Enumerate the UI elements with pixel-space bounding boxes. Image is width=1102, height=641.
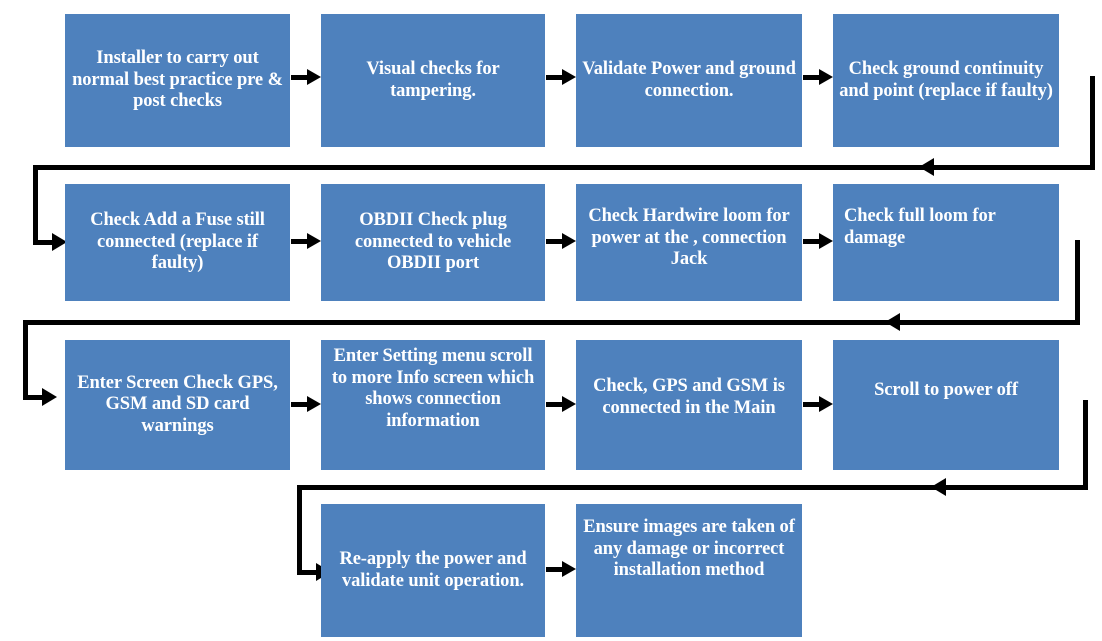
connector-n8-to-n9-entry-shaft — [23, 395, 45, 400]
connector-n4-to-n5-horizontal-long — [33, 165, 935, 170]
arrow-n5-to-n6 — [291, 233, 321, 249]
connector-n12-to-n13-horizontal-upper — [944, 485, 1088, 490]
flow-node-12[interactable]: Scroll to power off — [833, 340, 1059, 470]
arrow-n3-to-n4 — [803, 69, 833, 85]
arrow-shaft — [546, 75, 564, 80]
connector-n4-to-n5-horizontal-upper — [932, 165, 1095, 170]
arrow-head — [819, 69, 833, 85]
flow-node-13[interactable]: Re-apply the power and validate unit ope… — [321, 504, 545, 637]
connector-n4-to-n5-vertical-left — [33, 165, 38, 245]
flow-node-4[interactable]: Check ground continuity and point (repla… — [833, 14, 1059, 147]
arrow-head — [819, 396, 833, 412]
flow-node-3[interactable]: Validate Power and ground connection. — [576, 14, 802, 147]
connector-n4-to-n5-vertical-right — [1090, 76, 1095, 170]
arrow-n13-to-n14 — [546, 561, 576, 577]
connector-n8-to-n9-vertical-right — [1075, 240, 1080, 325]
flow-node-9[interactable]: Enter Screen Check GPS, GSM and SD card … — [65, 340, 290, 470]
arrow-head — [562, 561, 576, 577]
arrow-shaft — [803, 402, 821, 407]
arrow-head — [562, 69, 576, 85]
connector-n8-to-n9-arrowhead-mid — [885, 313, 900, 331]
arrow-shaft — [291, 402, 309, 407]
connector-n4-to-n5-arrowhead-end — [52, 233, 67, 251]
arrow-n6-to-n7 — [546, 233, 576, 249]
connector-n4-to-n5-entry-shaft — [33, 240, 55, 245]
flow-node-5[interactable]: Check Add a Fuse still connected (replac… — [65, 184, 290, 301]
connector-n8-to-n9-horizontal-upper — [898, 320, 1080, 325]
connector-n12-to-n13-horizontal-long — [297, 485, 947, 490]
arrow-n2-to-n3 — [546, 69, 576, 85]
arrow-head — [562, 233, 576, 249]
arrow-n10-to-n11 — [546, 396, 576, 412]
arrow-head — [819, 233, 833, 249]
connector-n8-to-n9-vertical-left — [23, 320, 28, 400]
flow-node-1[interactable]: Installer to carry out normal best pract… — [65, 14, 290, 147]
arrow-shaft — [803, 239, 821, 244]
arrow-head — [307, 233, 321, 249]
flow-node-6[interactable]: OBDII Check plug connected to vehicle OB… — [321, 184, 545, 301]
arrow-shaft — [546, 239, 564, 244]
arrow-shaft — [546, 567, 564, 572]
arrow-head — [562, 396, 576, 412]
arrow-head — [307, 396, 321, 412]
arrow-shaft — [291, 239, 309, 244]
connector-n12-to-n13-vertical-left — [297, 485, 302, 575]
arrow-shaft — [546, 402, 564, 407]
arrow-shaft — [291, 75, 309, 80]
connector-n8-to-n9-arrowhead-end — [42, 388, 57, 406]
connector-n12-to-n13-entry-shaft — [297, 570, 319, 575]
arrow-shaft — [803, 75, 821, 80]
arrow-n11-to-n12 — [803, 396, 833, 412]
flow-node-8[interactable]: Check full loom for damage — [833, 184, 1059, 301]
flow-node-10[interactable]: Enter Setting menu scroll to more Info s… — [321, 340, 545, 470]
arrow-head — [307, 69, 321, 85]
flow-node-11[interactable]: Check, GPS and GSM is connected in the M… — [576, 340, 802, 470]
arrow-n9-to-n10 — [291, 396, 321, 412]
flow-node-7[interactable]: Check Hardwire loom for power at the , c… — [576, 184, 802, 301]
flow-node-2[interactable]: Visual checks for tampering. — [321, 14, 545, 147]
connector-n12-to-n13-vertical-right — [1083, 400, 1088, 490]
arrow-n1-to-n2 — [291, 69, 321, 85]
connector-n8-to-n9-horizontal-long — [23, 320, 891, 325]
arrow-n7-to-n8 — [803, 233, 833, 249]
flow-node-14[interactable]: Ensure images are taken of any damage or… — [576, 504, 802, 637]
